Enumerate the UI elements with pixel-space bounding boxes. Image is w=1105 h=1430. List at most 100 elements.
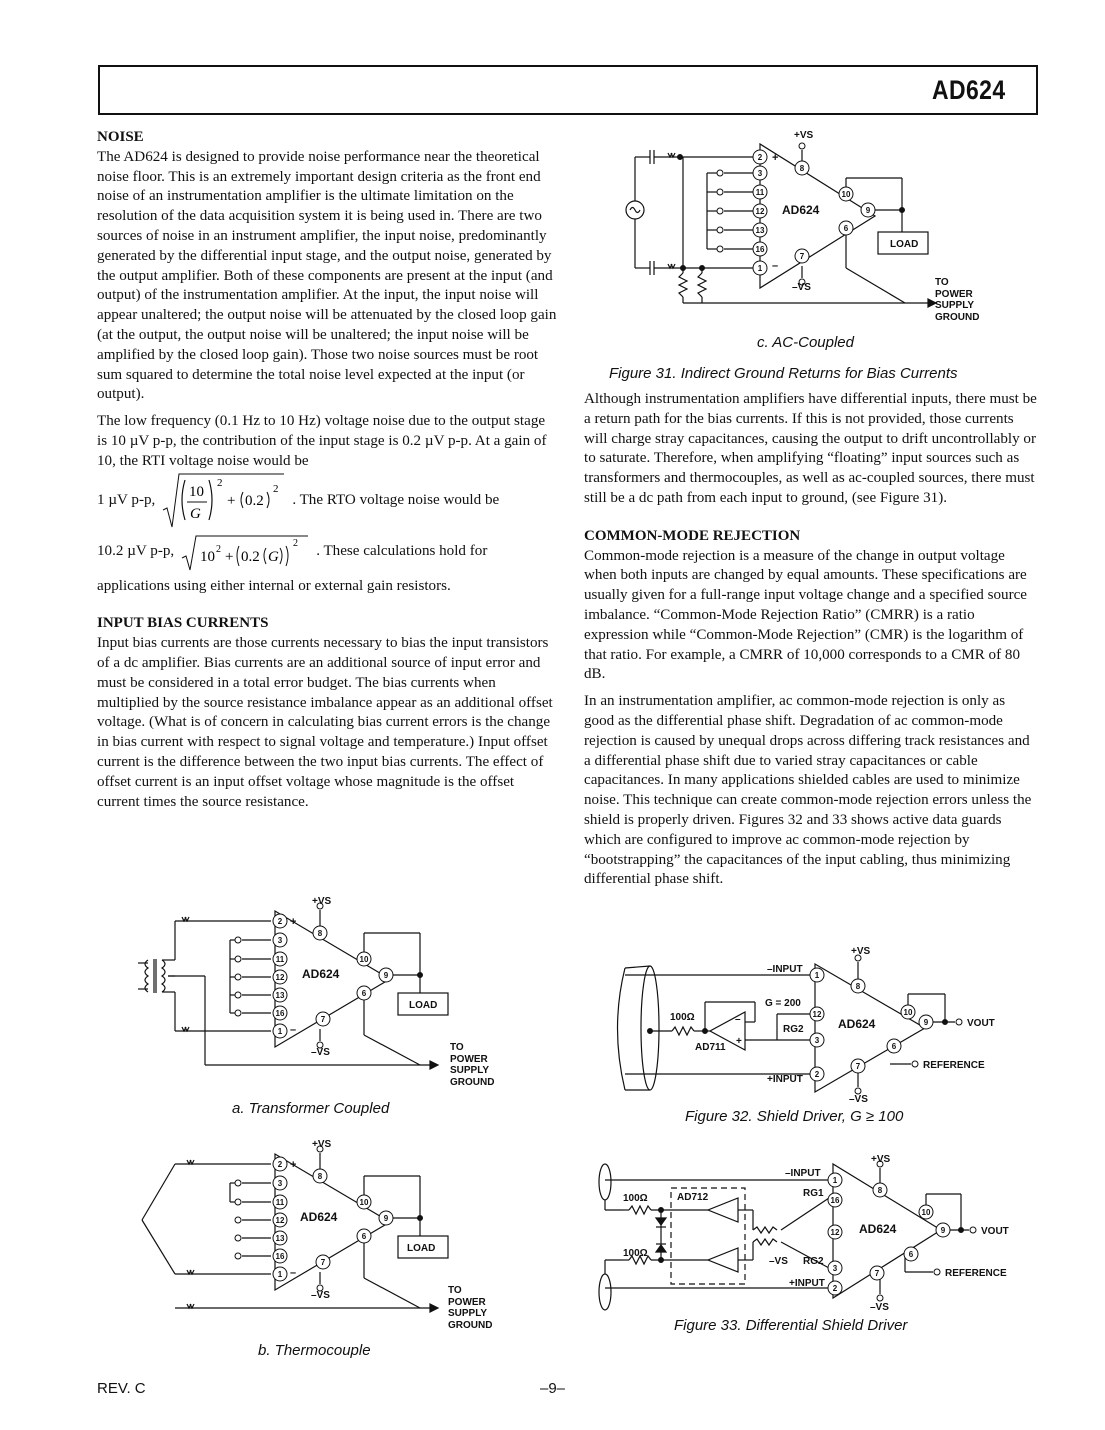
svg-text:9: 9: [384, 971, 389, 980]
svg-text:1: 1: [815, 971, 820, 980]
noise-heading: NOISE: [97, 129, 144, 145]
svg-text:REFERENCE: REFERENCE: [923, 1060, 985, 1071]
svg-text:2: 2: [278, 1160, 283, 1169]
eq1-prefix: 1 µV p-p,: [97, 491, 156, 508]
svg-text:13: 13: [276, 991, 285, 1000]
svg-text:1: 1: [278, 1027, 283, 1036]
svg-text:VOUT: VOUT: [981, 1226, 1009, 1237]
svg-text:9: 9: [924, 1018, 929, 1027]
svg-text:12: 12: [276, 973, 285, 982]
svg-text:AD712: AD712: [677, 1192, 709, 1203]
svg-text:–VS: –VS: [792, 282, 811, 293]
svg-text:–INPUT: –INPUT: [767, 964, 803, 975]
equation-line-2: 10.2 µV p-p, 10 2 + 0.2 G 2 . These calc…: [97, 530, 557, 574]
svg-text:8: 8: [856, 982, 861, 991]
svg-text:–: –: [290, 1267, 296, 1279]
part-number: AD624: [932, 75, 1006, 105]
svg-text:SUPPLY: SUPPLY: [448, 1308, 487, 1319]
svg-text:6: 6: [844, 224, 849, 233]
svg-text:8: 8: [318, 1172, 323, 1181]
rti-noise-equation: 10 G 2 + 0.2 2: [163, 473, 285, 527]
eq2-prefix: 10.2 µV p-p,: [97, 542, 175, 559]
figure-31c-ac-coupled-diagram: 2 3 11 12 13 16 1 8 7 10 9 6 + – AD624 +…: [625, 130, 979, 323]
svg-text:3: 3: [833, 1264, 838, 1273]
svg-text:–: –: [735, 1014, 741, 1025]
noise-paragraph-3: applications using either internal or ex…: [97, 577, 451, 594]
cmr-paragraph-1: Common-mode rejection is a measure of th…: [584, 547, 1028, 683]
svg-text:+INPUT: +INPUT: [767, 1074, 803, 1085]
svg-text:0.2: 0.2: [241, 549, 260, 565]
svg-text:10: 10: [360, 1198, 369, 1207]
svg-text:2: 2: [758, 153, 763, 162]
svg-text:10: 10: [922, 1208, 931, 1217]
svg-text:10: 10: [842, 190, 851, 199]
svg-text:10: 10: [904, 1008, 913, 1017]
figure-31-caption: Figure 31. Indirect Ground Returns for B…: [609, 365, 958, 382]
svg-text:POWER: POWER: [448, 1297, 487, 1308]
svg-text:13: 13: [756, 226, 765, 235]
svg-text:12: 12: [813, 1010, 822, 1019]
svg-text:16: 16: [276, 1252, 285, 1261]
svg-text:2: 2: [273, 483, 279, 495]
svg-text:12: 12: [756, 207, 765, 216]
noise-paragraph-2: The low frequency (0.1 Hz to 10 Hz) volt…: [97, 413, 547, 469]
svg-text:–VS: –VS: [311, 1047, 330, 1058]
svg-text:1: 1: [833, 1176, 838, 1185]
eq1-suffix: . The RTO voltage noise would be: [292, 491, 500, 508]
svg-text:1: 1: [278, 1270, 283, 1279]
svg-text:+VS: +VS: [312, 896, 332, 907]
cmr-paragraph-2: In an instrumentation amplifier, ac comm…: [584, 693, 1032, 888]
figure-33-caption: Figure 33. Differential Shield Driver: [674, 1317, 908, 1334]
svg-text:–: –: [290, 1024, 296, 1036]
svg-text:10: 10: [189, 484, 204, 500]
svg-text:POWER: POWER: [935, 289, 974, 300]
svg-text:100Ω: 100Ω: [670, 1012, 695, 1023]
svg-text:AD624: AD624: [838, 1017, 876, 1031]
svg-text:AD624: AD624: [782, 203, 820, 217]
svg-text:7: 7: [856, 1062, 861, 1071]
svg-text:+VS: +VS: [871, 1154, 891, 1165]
svg-text:6: 6: [362, 989, 367, 998]
svg-text:LOAD: LOAD: [890, 239, 918, 250]
svg-text:SUPPLY: SUPPLY: [450, 1065, 489, 1076]
svg-text:G: G: [268, 549, 279, 565]
svg-text:RG1: RG1: [803, 1188, 824, 1199]
svg-text:–INPUT: –INPUT: [785, 1168, 821, 1179]
svg-text:2: 2: [278, 917, 283, 926]
eq2-suffix: . These calculations hold for: [316, 542, 488, 559]
figure-31b-thermocouple-diagram: 2 3 11 12 13 16 1 8 7 10 9 6 + – AD624 +…: [141, 1139, 492, 1331]
svg-text:+VS: +VS: [312, 1139, 332, 1150]
svg-text:–VS: –VS: [870, 1302, 889, 1313]
svg-text:3: 3: [278, 936, 283, 945]
svg-text:2: 2: [833, 1284, 838, 1293]
svg-text:–VS: –VS: [311, 1290, 330, 1301]
svg-text:8: 8: [318, 929, 323, 938]
svg-text:12: 12: [831, 1228, 840, 1237]
svg-text:RG2: RG2: [803, 1256, 824, 1267]
svg-text:6: 6: [892, 1042, 897, 1051]
svg-text:16: 16: [831, 1196, 840, 1205]
svg-text:+: +: [290, 1159, 296, 1171]
svg-text:2: 2: [216, 544, 221, 555]
svg-text:G = 200: G = 200: [765, 998, 801, 1009]
svg-text:+: +: [736, 1036, 742, 1047]
svg-text:LOAD: LOAD: [409, 1000, 437, 1011]
svg-text:AD624: AD624: [300, 1210, 338, 1224]
rto-noise-equation: 10 2 + 0.2 G 2: [181, 535, 309, 570]
svg-text:TO: TO: [935, 277, 949, 288]
svg-text:REFERENCE: REFERENCE: [945, 1268, 1007, 1279]
right-column: Although instrumentation amplifiers have…: [584, 390, 1039, 897]
svg-text:+VS: +VS: [794, 130, 814, 141]
svg-text:16: 16: [276, 1009, 285, 1018]
left-column: NOISE The AD624 is designed to provide n…: [97, 128, 557, 819]
svg-text:8: 8: [800, 164, 805, 173]
bias-return-paragraph: Although instrumentation amplifiers have…: [584, 391, 1037, 506]
svg-text:–: –: [772, 260, 778, 272]
svg-text:13: 13: [276, 1234, 285, 1243]
equation-line-1: 1 µV p-p, 10 G 2 + 0.2 2 . The RTO volta…: [97, 472, 557, 530]
svg-text:11: 11: [276, 1198, 285, 1207]
svg-text:–VS: –VS: [849, 1094, 868, 1105]
svg-text:TO: TO: [448, 1285, 462, 1296]
svg-text:G: G: [190, 506, 201, 522]
svg-text:9: 9: [866, 206, 871, 215]
